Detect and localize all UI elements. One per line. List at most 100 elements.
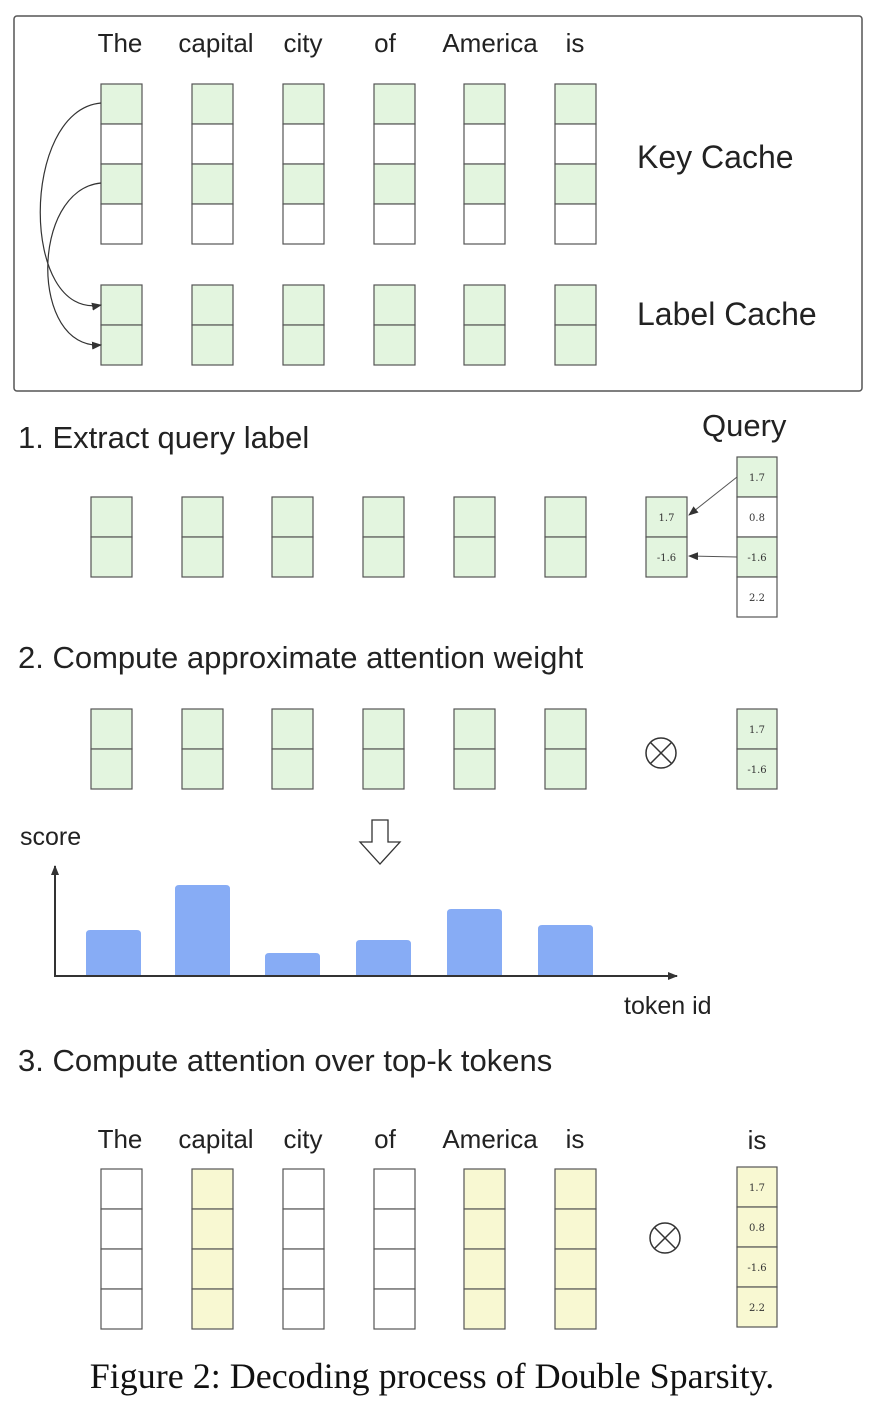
label-mapping-arrow-2: [47, 182, 102, 350]
query-value: 1.7: [749, 473, 765, 484]
label-cache-cell: [544, 748, 587, 790]
x-axis-label: token id: [624, 992, 712, 1020]
query-value: -1.6: [657, 553, 676, 564]
label-cache-cell: [181, 748, 224, 790]
label-cache-cell: [453, 536, 496, 578]
token-label: The: [98, 1124, 143, 1154]
label-cache-cell: [544, 496, 587, 538]
key-cell: [373, 1248, 416, 1290]
label-cache-cell: [90, 748, 133, 790]
key-cell: [282, 1168, 325, 1210]
key-cache-cell: [282, 203, 325, 245]
key-cell: [100, 1208, 143, 1250]
token-label: America: [442, 28, 538, 58]
score-bar: [175, 885, 230, 975]
label-cache-cell: [282, 284, 325, 326]
query-value: 1.7: [659, 513, 675, 524]
query-value: 1.7: [749, 725, 765, 736]
query-value: 0.8: [749, 1223, 765, 1234]
label-mapping-arrow-1: [39, 102, 102, 311]
score-bar: [86, 930, 141, 975]
token-label: capital: [178, 1124, 253, 1154]
label-cache-cell: [271, 708, 314, 750]
query-cell: [736, 1206, 778, 1248]
label-cache-cell: [453, 748, 496, 790]
y-axis-label: score: [20, 823, 81, 851]
key-cache-cell: [463, 163, 506, 205]
label-cache-cell: [373, 324, 416, 366]
figure-caption: Figure 2: Decoding process of Double Spa…: [90, 1356, 775, 1396]
label-cache-cell: [100, 284, 143, 326]
key-cache-cell: [373, 123, 416, 165]
label-cache-cell: [191, 324, 234, 366]
label-cache-cell: [463, 324, 506, 366]
topk-key-cell: [191, 1168, 234, 1210]
step3-query-token: is: [748, 1125, 767, 1155]
key-cache-cell: [282, 83, 325, 125]
score-bar: [538, 925, 593, 975]
token-label: of: [374, 1124, 396, 1154]
label-cache-cell: [453, 708, 496, 750]
key-cache-cell: [191, 83, 234, 125]
query-cell: [736, 456, 778, 498]
key-cache-cell: [463, 203, 506, 245]
key-cell: [373, 1208, 416, 1250]
score-bar: [447, 909, 502, 975]
label-cache-label: Label Cache: [637, 296, 817, 332]
key-cache-cell: [100, 203, 143, 245]
query-cell: [736, 576, 778, 618]
key-cache-cell: [282, 123, 325, 165]
step3-title: 3. Compute attention over top-k tokens: [18, 1043, 552, 1078]
label-cache-cell: [271, 748, 314, 790]
token-label: city: [284, 28, 323, 58]
key-cell: [282, 1248, 325, 1290]
label-cache-cell: [453, 496, 496, 538]
topk-key-cell: [463, 1168, 506, 1210]
key-cache-cell: [554, 163, 597, 205]
label-cache-cell: [362, 708, 405, 750]
key-cache-cell: [373, 83, 416, 125]
score-bar: [265, 953, 320, 975]
extract-arrow-1: [688, 476, 738, 516]
label-cache-cell: [90, 536, 133, 578]
label-cache-cell: [191, 284, 234, 326]
query-value: 1.7: [749, 1183, 765, 1194]
label-cache-cell: [181, 536, 224, 578]
label-cache-cell: [362, 536, 405, 578]
query-value: 2.2: [749, 1303, 765, 1314]
score-bar: [356, 940, 411, 975]
label-cache-cell: [362, 748, 405, 790]
token-label: of: [374, 28, 396, 58]
key-cache-cell: [100, 163, 143, 205]
label-cache-cell: [271, 536, 314, 578]
key-cache-cell: [100, 123, 143, 165]
label-cache-cell: [271, 496, 314, 538]
query-value: -1.6: [747, 1263, 766, 1274]
label-cache-cell: [544, 536, 587, 578]
label-cache-cell: [100, 324, 143, 366]
topk-key-cell: [554, 1208, 597, 1250]
topk-key-cell: [191, 1208, 234, 1250]
label-cache-cell: [373, 284, 416, 326]
query-value: -1.6: [747, 553, 766, 564]
key-cache-cell: [373, 203, 416, 245]
query-cell: [736, 496, 778, 538]
key-cache-cell: [373, 163, 416, 205]
query-cell: [736, 1286, 778, 1328]
key-cache-cell: [191, 123, 234, 165]
token-label: is: [566, 1124, 585, 1154]
step2-title: 2. Compute approximate attention weight: [18, 640, 584, 675]
label-cache-cell: [554, 324, 597, 366]
topk-key-cell: [463, 1248, 506, 1290]
step1-title: 1. Extract query label: [18, 420, 309, 455]
topk-key-cell: [554, 1248, 597, 1290]
key-cache-cell: [463, 83, 506, 125]
token-label: America: [442, 1124, 538, 1154]
label-cache-cell: [90, 496, 133, 538]
key-cache-cell: [554, 203, 597, 245]
topk-key-cell: [191, 1288, 234, 1330]
label-cache-cell: [554, 284, 597, 326]
key-cache-cell: [282, 163, 325, 205]
multiply-icon: [649, 1222, 681, 1254]
topk-key-cell: [463, 1208, 506, 1250]
